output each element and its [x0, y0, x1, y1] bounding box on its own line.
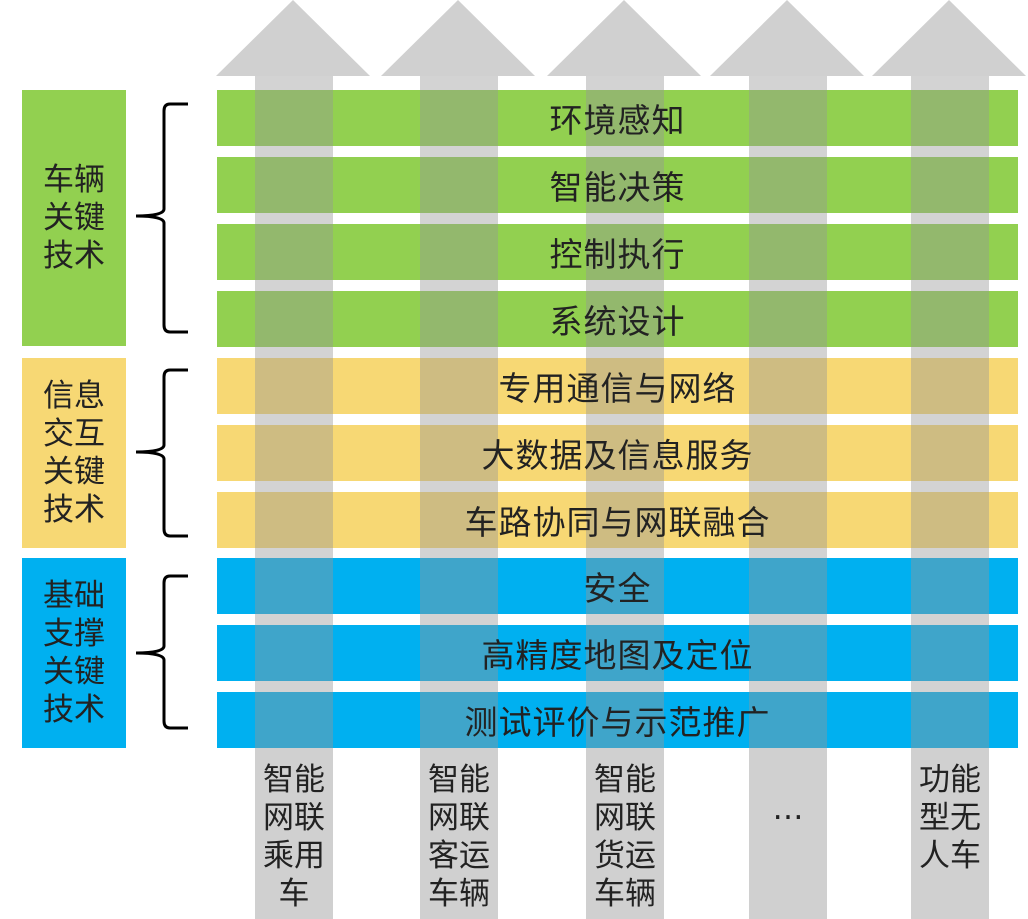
row-dedicated-communication: 专用通信与网络	[217, 358, 1018, 414]
arrow-tail-3	[586, 748, 664, 919]
group-label-base: 基础 支撑 关键 技术	[43, 578, 105, 728]
column-label-bus: 智能 网联 客运 车辆	[428, 762, 490, 912]
row-label: 系统设计	[549, 302, 686, 341]
arrow-shaft-5	[911, 76, 989, 748]
brace-vehicle	[135, 102, 188, 334]
row-label: 环境感知	[549, 101, 686, 140]
row-label: 智能决策	[549, 168, 686, 207]
row-vehicle-road-cooperation: 车路协同与网联融合	[217, 492, 1018, 548]
arrow-shaft-4	[749, 76, 827, 748]
row-label: 大数据及信息服务	[481, 436, 754, 475]
arrow-head-2	[381, 0, 535, 76]
row-security: 安全	[217, 558, 1018, 614]
brace-info	[135, 368, 188, 538]
row-system-design: 系统设计	[217, 291, 1018, 347]
row-label: 车路协同与网联融合	[464, 503, 771, 542]
brace-base	[135, 574, 188, 730]
row-label: 测试评价与示范推广	[464, 703, 771, 742]
arrow-head-4	[710, 0, 864, 76]
arrow-head-3	[547, 0, 701, 76]
row-control-execution: 控制执行	[217, 224, 1018, 280]
row-label: 专用通信与网络	[498, 369, 737, 408]
column-label-unmanned: 功能 型无 人车	[919, 762, 981, 874]
group-box-info: 信息 交互 关键 技术	[22, 358, 126, 548]
row-label: 安全	[583, 569, 652, 608]
row-big-data-services: 大数据及信息服务	[217, 425, 1018, 481]
row-label: 高精度地图及定位	[481, 636, 754, 675]
group-label-info: 信息 交互 关键 技术	[43, 378, 105, 528]
arrow-shaft-2	[420, 76, 498, 748]
arrow-tail-4	[749, 748, 827, 919]
column-label-ellipsis: …	[772, 791, 804, 827]
row-testing-demonstration: 测试评价与示范推广	[217, 692, 1018, 748]
column-label-freight: 智能 网联 货运 车辆	[594, 762, 656, 912]
row-intelligent-decision: 智能决策	[217, 157, 1018, 213]
row-hd-map-positioning: 高精度地图及定位	[217, 625, 1018, 681]
column-label-passenger-car: 智能 网联 乘用 车	[263, 762, 325, 912]
row-label: 控制执行	[549, 235, 686, 274]
arrow-tail-5	[911, 748, 989, 919]
arrow-head-5	[872, 0, 1026, 76]
arrow-tail-1	[255, 748, 333, 919]
arrow-shaft-1	[255, 76, 333, 748]
arrow-head-1	[216, 0, 370, 76]
group-box-base: 基础 支撑 关键 技术	[22, 558, 126, 748]
arrow-tail-2	[420, 748, 498, 919]
group-box-vehicle: 车辆 关键 技术	[22, 90, 126, 346]
group-label-vehicle: 车辆 关键 技术	[43, 162, 105, 274]
arrow-shaft-3	[586, 76, 664, 748]
row-environment-perception: 环境感知	[217, 90, 1018, 146]
